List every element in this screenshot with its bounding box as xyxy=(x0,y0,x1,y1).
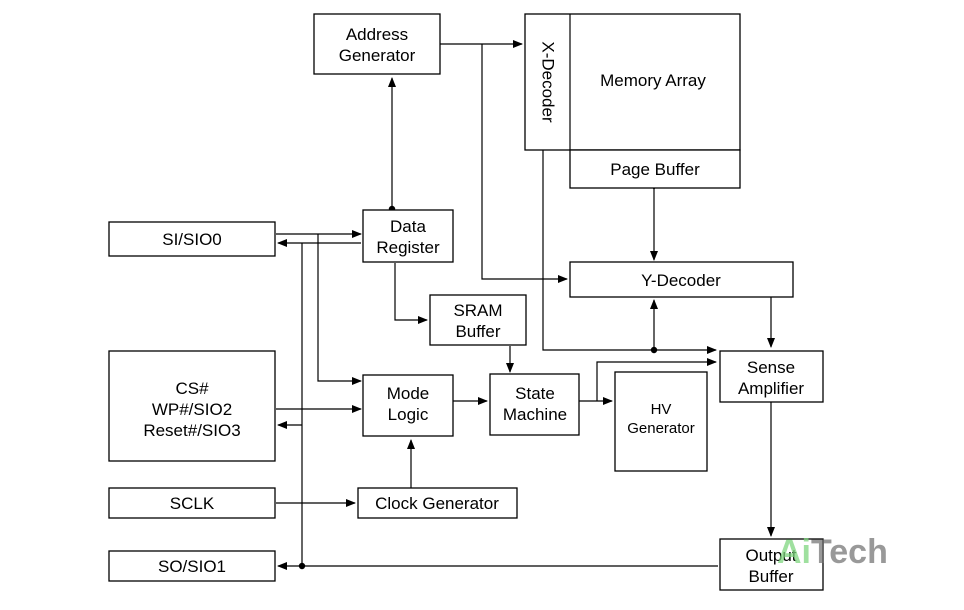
output-buffer-block: Output Buffer xyxy=(719,538,824,591)
clock-generator-block: Clock Generator xyxy=(357,487,518,519)
data-register-block: Data Register xyxy=(362,209,454,263)
so-sio1-pin: SO/SIO1 xyxy=(108,550,276,582)
watermark-logo-text: AiTech xyxy=(777,533,888,571)
wire-si-mode xyxy=(317,234,362,385)
memory-array-block: Memory Array X-Decoder xyxy=(524,13,741,151)
state-machine-label-2: Machine xyxy=(503,405,567,424)
page-buffer-label: Page Buffer xyxy=(610,160,700,179)
y-decoder-label: Y-Decoder xyxy=(641,271,721,290)
sense-amplifier-label-1: Sense xyxy=(747,358,795,377)
sram-buffer-label-1: SRAM xyxy=(453,301,502,320)
sram-buffer-label-2: Buffer xyxy=(455,322,500,341)
mode-logic-label-2: Logic xyxy=(388,405,429,424)
wire-sm-senseamp xyxy=(596,358,717,401)
junction-ydec-bus xyxy=(650,346,658,354)
hv-generator-label-2: Generator xyxy=(627,420,695,437)
hv-generator-label-1: HV xyxy=(651,401,672,418)
reset-sio3-label: Reset#/SIO3 xyxy=(143,421,240,440)
address-generator-block: Address Generator xyxy=(313,13,441,75)
output-buffer-label-1: Output xyxy=(745,546,796,565)
si-sio0-pin: SI/SIO0 xyxy=(108,221,276,257)
address-generator-label-1: Address xyxy=(346,25,408,44)
output-buffer-label-2: Buffer xyxy=(748,567,793,586)
state-machine-label-1: State xyxy=(515,384,555,403)
memory-array-label: Memory Array xyxy=(600,71,706,90)
sclk-pin: SCLK xyxy=(108,487,276,519)
mode-logic-block: Mode Logic xyxy=(362,374,454,437)
data-register-label-1: Data xyxy=(390,217,426,236)
wires xyxy=(276,40,775,570)
address-generator-label-2: Generator xyxy=(339,46,416,65)
sclk-label: SCLK xyxy=(170,494,215,513)
data-register-label-2: Register xyxy=(376,238,440,257)
x-decoder-label: X-Decoder xyxy=(539,41,558,123)
y-decoder-block: Y-Decoder xyxy=(569,261,794,298)
sense-amplifier-block: Sense Amplifier xyxy=(719,350,824,403)
si-sio0-label: SI/SIO0 xyxy=(162,230,222,249)
sense-amplifier-label-2: Amplifier xyxy=(738,379,804,398)
mode-logic-label-1: Mode xyxy=(387,384,430,403)
clock-generator-label: Clock Generator xyxy=(375,494,499,513)
junction-so-bus xyxy=(298,562,306,570)
so-sio1-label: SO/SIO1 xyxy=(158,557,226,576)
page-buffer-block: Page Buffer xyxy=(569,149,741,189)
wire-xdec-down xyxy=(542,150,654,351)
wire-datareg-sram xyxy=(394,263,428,324)
aitech-watermark: AiTech xyxy=(777,533,888,571)
sram-buffer-block: SRAM Buffer xyxy=(429,294,527,346)
wp-sio2-label: WP#/SIO2 xyxy=(152,400,232,419)
hv-generator-block: HV Generator xyxy=(614,371,708,472)
control-pins-block: CS# WP#/SIO2 Reset#/SIO3 xyxy=(108,350,276,462)
cs-label: CS# xyxy=(175,379,209,398)
state-machine-block: State Machine xyxy=(489,373,580,436)
wire-addr-ydec xyxy=(481,44,568,283)
